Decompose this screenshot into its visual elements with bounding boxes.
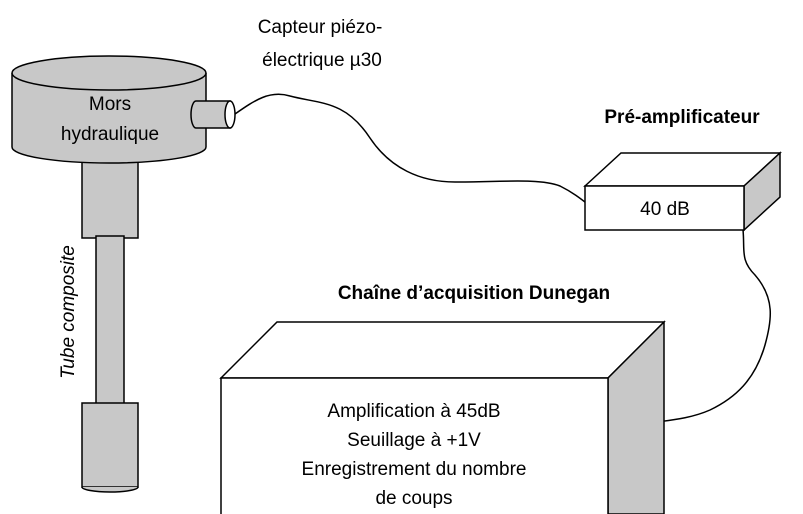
sensor-body	[190, 100, 231, 129]
sensor-face	[224, 100, 236, 129]
acquisition-line4: de coups	[375, 488, 452, 509]
tube-grip-bottom	[81, 486, 139, 493]
tube-grip	[81, 402, 139, 488]
sensor-label-line2: électrique µ30	[262, 50, 382, 71]
composite-tube	[81, 157, 139, 493]
tube-collar	[81, 157, 139, 239]
jaw-label-line1: Mors	[89, 94, 131, 115]
tube-label: Tube composite	[58, 245, 79, 379]
acquisition-top	[219, 321, 666, 379]
preamp-front	[584, 185, 745, 231]
tube-shaft	[95, 235, 125, 407]
sensor-label-line1: Capteur piézo-	[258, 17, 383, 38]
preamp-box	[583, 151, 782, 232]
preamp-gain: 40 dB	[640, 199, 690, 220]
jaw-body	[11, 73, 207, 164]
jaw-label-line2: hydraulique	[61, 124, 159, 145]
acquisition-title: Chaîne d’acquisition Dunegan	[338, 283, 610, 304]
acquisition-line1: Amplification à 45dB	[327, 401, 500, 422]
preamp-title: Pré-amplificateur	[604, 107, 760, 128]
acquisition-box	[219, 320, 666, 514]
acquisition-line3: Enregistrement du nombre	[302, 459, 527, 480]
cable-preamp-acquisition	[656, 229, 772, 423]
hydraulic-jaw	[11, 55, 207, 164]
acquisition-line2: Seuillage à +1V	[347, 430, 481, 451]
acquisition-front	[220, 377, 609, 514]
piezo-sensor	[190, 100, 236, 129]
cable-sensor-preamp	[234, 93, 591, 207]
jaw-top	[11, 55, 207, 91]
